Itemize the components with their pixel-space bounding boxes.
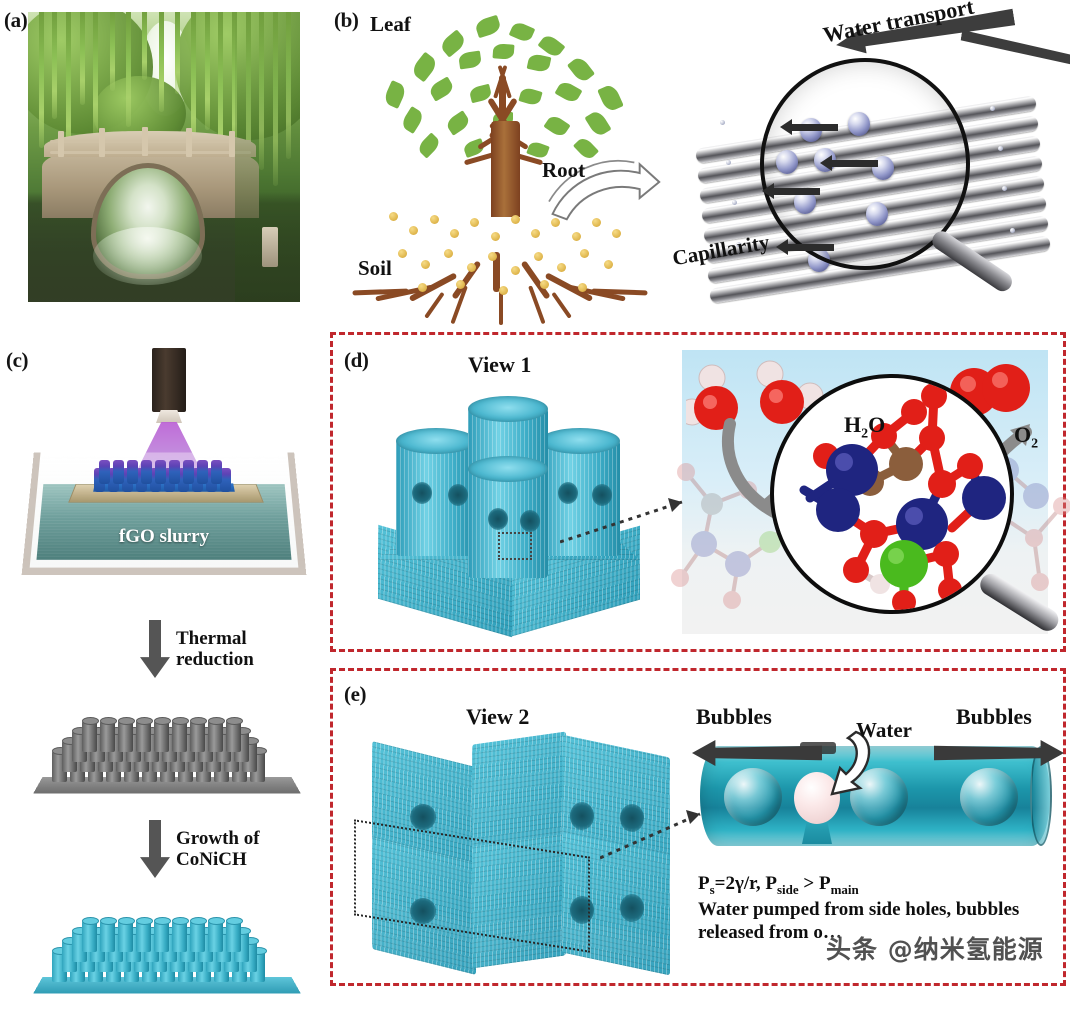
thermal-reduction-line2: reduction	[176, 649, 254, 671]
watermark: 头条 @纳米氢能源	[826, 935, 1044, 964]
thermal-reduction-line1: Thermal	[176, 628, 247, 649]
growth-arrow	[140, 820, 170, 878]
magnifier-lens-capillary	[760, 58, 970, 270]
water-droplet	[794, 772, 840, 824]
channel-tube	[700, 742, 1052, 846]
caption-line-3: released from o…	[698, 922, 842, 944]
growth-text: Growth of CoNiCH	[176, 828, 260, 871]
caption-line-2: Water pumped from side holes, bubbles	[698, 898, 1020, 920]
panel-e-caption: Ps=2γ/r, Pside > Pmain Water pumped from…	[698, 872, 1068, 945]
projector-body	[152, 348, 186, 412]
bubble-3	[960, 768, 1018, 826]
tree-illustration	[352, 14, 650, 326]
view-1-title: View 1	[468, 352, 532, 377]
stone-post	[262, 226, 279, 267]
growth-line2: CoNiCH	[176, 849, 247, 871]
panel-a-label: (a)	[4, 8, 28, 32]
resin-vat: fGO slurry	[21, 448, 307, 575]
growth-line1: Growth of	[176, 828, 260, 849]
water-label: Water	[856, 718, 912, 742]
panel-b-biomimetic-schematic: Leaf Root Soil Capillarity Water transpo…	[330, 0, 1070, 326]
thermal-reduction-text: Thermal reduction	[176, 628, 254, 671]
view1-zoom-marker	[498, 532, 532, 560]
panel-a-photograph	[28, 12, 300, 302]
oer-mechanism-inset: H2O O2	[671, 350, 1070, 635]
o2-label: O2	[1014, 422, 1039, 452]
view1-3d-structure	[370, 392, 650, 642]
crystal-structure-lens	[770, 374, 1014, 614]
bubbles-left-label: Bubbles	[696, 704, 772, 729]
fgo-slurry-label: fGO slurry	[118, 526, 210, 547]
view-2-title: View 2	[466, 704, 530, 729]
bridge-photo	[28, 12, 300, 302]
view2-3d-structure	[354, 731, 670, 976]
bubble-1	[724, 768, 782, 826]
panel-d-label: (d)	[344, 348, 369, 372]
root-label: Root	[542, 158, 586, 182]
conich-grown-array	[22, 898, 310, 1010]
h2o-inflow-arrow	[721, 418, 780, 518]
panel-d-zoom-connector	[560, 498, 683, 544]
panel-c-label: (c)	[6, 348, 29, 372]
bubbles-right-label: Bubbles	[956, 704, 1032, 729]
soil-label: Soil	[358, 256, 392, 280]
water-entry-arrow	[830, 730, 871, 796]
water-reflection	[93, 226, 203, 285]
h2o-label: H2O	[844, 412, 886, 442]
pressure-formula: Ps=2γ/r, Pside > Pmain	[698, 873, 859, 897]
printed-pillar-array	[94, 458, 236, 492]
panel-c-fabrication-flow: fGO slurry Thermal	[0, 330, 330, 994]
panel-e-label: (e)	[344, 682, 367, 706]
bubble-2	[850, 768, 908, 826]
root-to-capillary-arrow	[548, 159, 661, 221]
reduced-graphene-array	[22, 698, 310, 810]
leaf-label: Leaf	[370, 12, 411, 36]
thermal-reduction-arrow	[140, 620, 170, 678]
tree-trunk	[490, 120, 520, 218]
panel-b-label: (b)	[334, 8, 359, 32]
projector-lens	[156, 410, 182, 423]
panel-e-zoom-connector	[600, 810, 701, 860]
capillary-bundle	[690, 30, 1052, 304]
